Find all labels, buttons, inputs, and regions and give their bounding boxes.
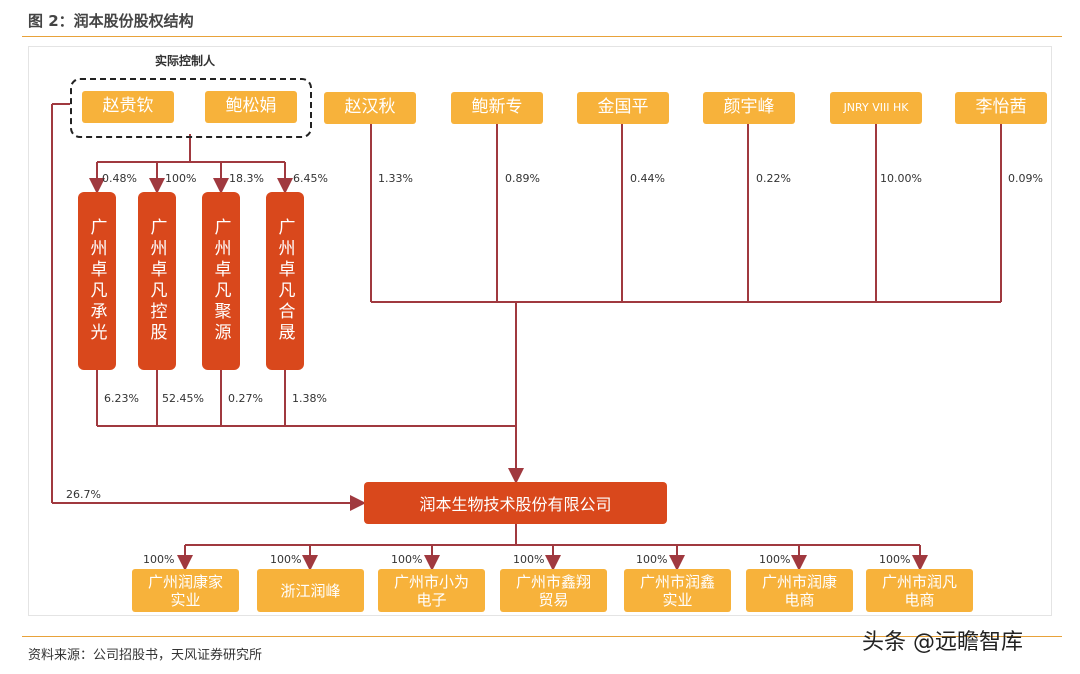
shareholding-pct: 0.89% — [505, 172, 540, 185]
watermark: 头条 @远瞻智库 — [862, 630, 1023, 655]
shareholding-pct: 0.44% — [630, 172, 665, 185]
subsidiary-box: 广州市小为 电子 — [378, 569, 485, 612]
figure-title: 图 2：润本股份股权结构 — [28, 12, 194, 30]
platform-out-pct: 6.23% — [104, 392, 139, 405]
platform-box: 广州卓凡聚源 — [202, 192, 240, 370]
subsidiary-pct: 100% — [391, 553, 423, 566]
shareholding-pct: 0.09% — [1008, 172, 1043, 185]
platform-in-pct: 18.3% — [229, 172, 264, 185]
diagram-frame — [28, 46, 1052, 616]
shareholder-box: 鲍新专 — [451, 92, 543, 124]
subsidiary-pct: 100% — [636, 553, 668, 566]
platform-box: 广州卓凡合晟 — [266, 192, 304, 370]
platform-in-pct: 0.48% — [102, 172, 137, 185]
company-box: 润本生物技术股份有限公司 — [364, 482, 667, 524]
platform-out-pct: 52.45% — [162, 392, 204, 405]
subsidiary-box: 广州市润鑫 实业 — [624, 569, 731, 612]
shareholding-pct: 1.33% — [378, 172, 413, 185]
source-note: 资料来源：公司招股书，天风证券研究所 — [28, 648, 263, 663]
subsidiary-box: 浙江润峰 — [257, 569, 364, 612]
subsidiary-pct: 100% — [879, 553, 911, 566]
platform-out-pct: 0.27% — [228, 392, 263, 405]
top-divider — [22, 36, 1062, 37]
subsidiary-box: 广州市润康 电商 — [746, 569, 853, 612]
subsidiary-box: 广州润康家 实业 — [132, 569, 239, 612]
platform-out-pct: 1.38% — [292, 392, 327, 405]
platform-in-pct: 6.45% — [293, 172, 328, 185]
shareholder-box: 金国平 — [577, 92, 669, 124]
shareholder-box: JNRY VIII HK — [830, 92, 922, 124]
controller-zhao-guiqin: 赵贵钦 — [82, 91, 174, 123]
shareholding-pct: 0.22% — [756, 172, 791, 185]
subsidiary-pct: 100% — [759, 553, 791, 566]
subsidiary-pct: 100% — [270, 553, 302, 566]
platform-box: 广州卓凡控股 — [138, 192, 176, 370]
platform-box: 广州卓凡承光 — [78, 192, 116, 370]
shareholding-pct: 10.00% — [880, 172, 922, 185]
platform-in-pct: 100% — [165, 172, 197, 185]
controller-bao-songjuan: 鲍松娟 — [205, 91, 297, 123]
subsidiary-pct: 100% — [143, 553, 175, 566]
subsidiary-box: 广州市润凡 电商 — [866, 569, 973, 612]
subsidiary-box: 广州市鑫翔 贸易 — [500, 569, 607, 612]
controller-label: 实际控制人 — [155, 54, 216, 68]
controller-group — [70, 78, 312, 138]
bottom-divider — [22, 636, 1062, 637]
direct-holding-pct: 26.7% — [66, 488, 101, 501]
subsidiary-pct: 100% — [513, 553, 545, 566]
shareholder-box: 李怡茜 — [955, 92, 1047, 124]
shareholder-box: 赵汉秋 — [324, 92, 416, 124]
shareholder-box: 颜宇峰 — [703, 92, 795, 124]
